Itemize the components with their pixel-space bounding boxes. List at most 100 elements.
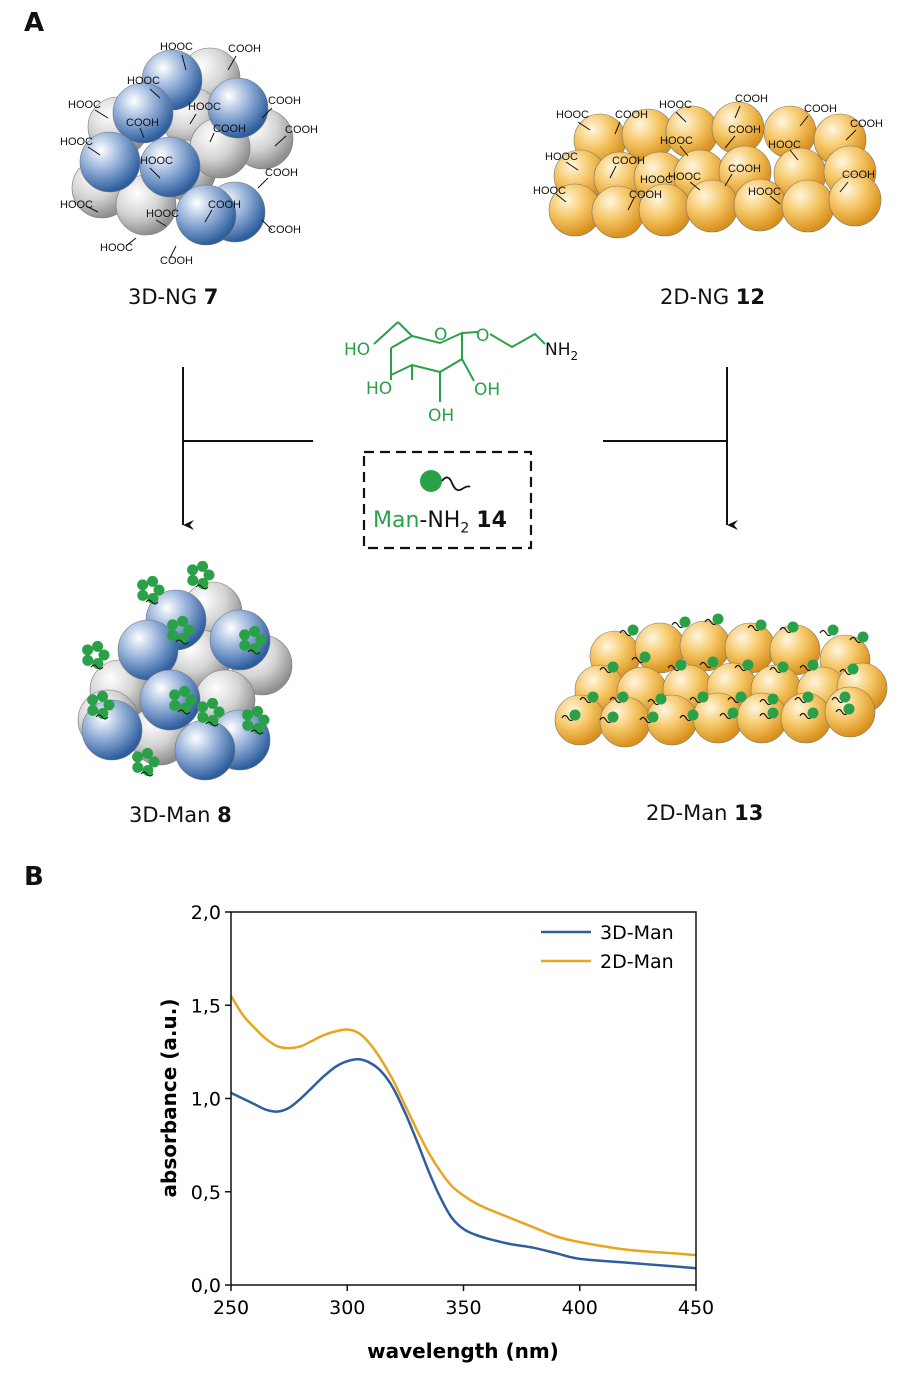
x-tick-label: 450 [678,1297,714,1319]
mannose-2d-layer [554,613,888,748]
mannose-ball [97,708,109,720]
y-tick-label: 2,0 [191,902,221,924]
mannose-ball [735,691,747,703]
linker-line [794,696,808,704]
mannose-ball [617,691,629,703]
nanoparticle-sphere [139,669,201,731]
linker-line [727,696,741,704]
linker-line [627,197,635,211]
linker-line [675,111,687,123]
mannose-ball [249,625,261,637]
linker-line [631,656,645,664]
reaction-arrow-right [603,367,738,530]
mannose-ball [697,691,709,703]
linker-line [614,121,621,135]
mannose-ball-icon [420,470,442,492]
linker-line [139,127,145,139]
x-tick-label: 350 [445,1297,481,1319]
mannose-ball [252,723,264,735]
mannose-ball [197,701,209,713]
mannose-ball [767,693,779,705]
carboxyl-group-label: COOH [213,123,246,135]
nanoparticle-sphere [139,136,201,198]
mannose-ball [627,624,639,636]
mannose-ball [655,693,667,705]
linker-line [849,636,863,644]
mannose-ball [203,569,215,581]
mannose-ball [179,685,191,697]
label-3d-man: 3D-Man 8 [129,803,232,827]
mannose-ball [137,589,149,601]
mannose-ball [169,699,181,711]
mannose-3d-cluster [77,560,293,781]
mannose-ball [153,584,165,596]
linker-line [719,712,733,720]
mannose-ball [242,719,254,731]
chart-legend: 3D-Man 2D-Man [541,922,674,973]
carboxyl-group-label: COOH [735,93,768,105]
linker-line [609,165,617,179]
mannose-ball [142,765,154,777]
carboxyl-group-label: COOH [208,199,241,211]
linker-line [175,639,189,645]
mannose-ball [687,709,699,721]
linker-line [799,712,813,720]
mannose-ball [207,697,219,709]
reagent-legend-box [362,450,533,550]
y-tick-label: 1,0 [191,1089,221,1111]
linker-line [257,177,269,189]
linker-line [769,666,783,674]
mannose-ball [187,564,199,576]
nanoparticle-sphere [175,184,237,246]
mannose-ball [185,694,197,706]
label-ring-o: O [434,325,447,345]
carboxyl-group-label: HOOC [160,41,193,53]
carboxyl-group-label: HOOC [100,242,133,254]
linker-line [759,712,773,720]
mannose-ball [82,654,94,666]
linker-line [831,696,845,704]
linker-line [609,696,623,704]
label-oh-right: OH [474,380,500,400]
series-line-3d-man [230,1057,697,1270]
carboxyl-group-label: HOOC [188,101,221,113]
label-2d-ng: 2D-NG 12 [660,285,766,309]
linker-line [145,599,159,605]
linker-line [599,716,613,724]
y-tick-label: 0,5 [191,1182,221,1204]
carboxyl-group-label: COOH [804,103,837,115]
x-tick-label: 300 [329,1297,365,1319]
linker-line [209,132,215,143]
label-oh-bottom: OH [428,406,454,426]
nanoparticle-sphere [81,699,143,761]
mannose-ball [207,715,219,727]
panel-letter-a: A [24,8,45,38]
nanoparticle-sphere [781,179,835,233]
linker-line [769,195,781,205]
linker-line [177,709,191,715]
linker-line [195,584,209,590]
linker-line [835,708,849,716]
mannose-ball [147,593,159,605]
carboxyl-group-label: HOOC [68,99,101,111]
mannose-ball [242,709,254,721]
carboxyl-group-label: COOH [126,117,159,129]
mannose-ball [132,761,144,773]
linker-line [647,698,661,706]
linker-line [189,113,197,125]
linker-line [94,109,109,119]
nanoparticle-sphere [79,131,141,193]
mannose-ball [87,704,99,716]
mannose-ball [807,659,819,671]
carboxyl-group-label: COOH [842,169,875,181]
linker-line [819,629,833,637]
linker-line [87,146,101,156]
mannose-ball [147,575,159,587]
linker-line [577,121,591,131]
mannose-ball [187,574,199,586]
carboxyl-group-label: HOOC [140,155,173,167]
linker-line [555,193,567,203]
mannose-ball [777,661,789,673]
